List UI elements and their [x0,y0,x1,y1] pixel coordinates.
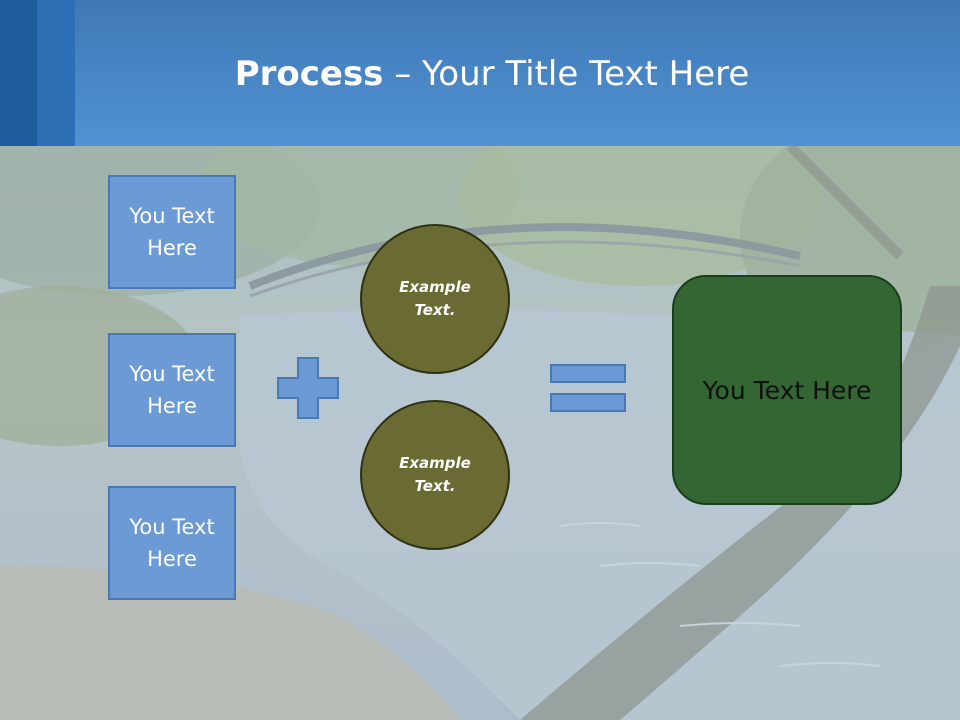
input-box-label: You Text Here [129,204,215,260]
header-accent-stripe [0,0,37,146]
circle-label: Example Text. [399,278,471,319]
input-box-label: You Text Here [129,362,215,418]
title-bar: Process – Your Title Text Here [0,0,960,146]
plus-icon[interactable] [277,357,339,419]
header-accent-stripe-light [37,0,75,146]
equals-bar-bottom [550,393,626,412]
title-bold-text: Process [234,54,384,94]
input-box-3[interactable]: You Text Here [108,486,236,600]
input-box-2[interactable]: You Text Here [108,333,236,447]
input-box-1[interactable]: You Text Here [108,175,236,289]
result-label: You Text Here [702,375,872,405]
circle-label: Example Text. [399,454,471,495]
slide-title[interactable]: Process – Your Title Text Here [0,52,960,96]
example-circle-1[interactable]: Example Text. [360,224,510,374]
title-rest-text: – Your Title Text Here [383,54,750,94]
equals-bar-top [550,364,626,383]
result-box[interactable]: You Text Here [672,275,902,505]
example-circle-2[interactable]: Example Text. [360,400,510,550]
input-box-label: You Text Here [129,515,215,571]
